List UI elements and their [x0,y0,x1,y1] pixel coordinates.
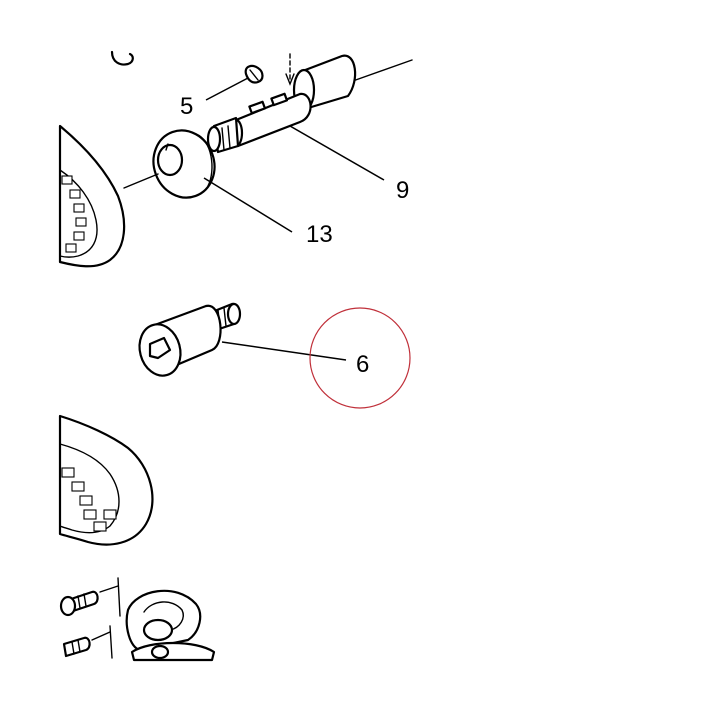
upper-timing-belt [58,124,126,268]
top-clip-fragment [110,50,134,66]
key-part-5 [244,64,264,84]
leader-line-9 [289,125,385,181]
leader-line-13 [203,177,293,233]
callout-label-5: 5 [180,93,193,120]
shaft-part-9 [206,53,413,154]
upper-screw [59,577,121,617]
upper-belt-teeth [61,175,87,253]
highlight-circle-6 [309,307,411,409]
callout-label-13: 13 [306,221,333,248]
callout-label-9: 9 [396,177,409,204]
leader-line-6 [221,341,347,361]
tensioner-bracket [125,589,216,662]
middle-timing-belt [58,414,154,546]
bush-part-6 [138,302,242,377]
axis-line-13 [123,173,159,189]
middle-belt-teeth [61,467,117,532]
leader-line-5 [205,77,249,101]
lower-screw [62,625,113,659]
callout-label-6: 6 [356,351,369,378]
